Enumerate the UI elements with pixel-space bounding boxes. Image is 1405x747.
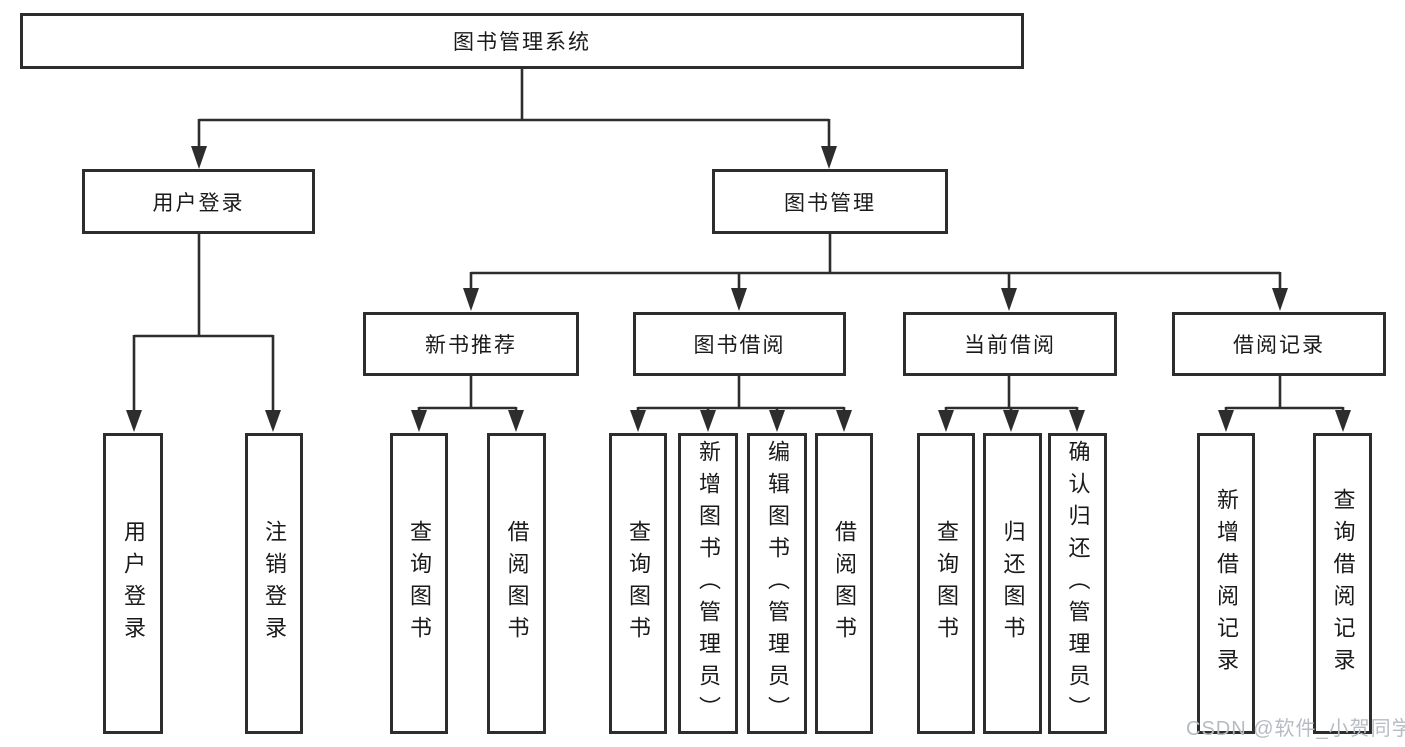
csdn-watermark: CSDN @软件_小贺同学	[1186, 718, 1405, 740]
leaf-current-confirm-return-admin: 确认归还（管理员）	[1048, 433, 1107, 734]
node-book-management: 图书管理	[712, 169, 948, 234]
node-label: 借阅图书	[504, 519, 530, 648]
node-label: 确认归还（管理员）	[1065, 439, 1091, 728]
node-label: 查询图书	[407, 519, 432, 648]
connector-recommend	[411, 376, 524, 432]
leaf-borrow-add-books-admin: 新增图书（管理员）	[678, 433, 738, 734]
connector-current	[938, 376, 1085, 432]
leaf-borrow-borrow-books: 借阅图书	[815, 433, 873, 734]
node-label: 图书借阅	[693, 334, 786, 357]
node-book-borrow: 图书借阅	[633, 312, 846, 376]
connector-user-login	[126, 234, 281, 432]
leaf-recommend-borrow-books: 借阅图书	[487, 433, 546, 734]
leaf-records-query-record: 查询借阅记录	[1313, 433, 1372, 734]
leaf-current-query-books: 查询图书	[917, 433, 975, 734]
node-label: 查询图书	[626, 519, 651, 648]
connector-borrow	[630, 376, 852, 432]
leaf-current-return-books: 归还图书	[983, 433, 1042, 734]
node-label: 借阅图书	[832, 519, 857, 648]
node-root-system: 图书管理系统	[20, 13, 1024, 69]
connector-root	[191, 68, 837, 169]
node-label: 归还图书	[1000, 519, 1026, 648]
node-label: 查询借阅记录	[1330, 487, 1356, 680]
connector-book-management	[463, 234, 1288, 311]
leaf-borrow-edit-books-admin: 编辑图书（管理员）	[747, 433, 807, 734]
leaf-logout: 注销登录	[245, 433, 303, 734]
node-label: 当前借阅	[964, 334, 1056, 357]
node-label: 借阅记录	[1233, 334, 1325, 357]
connector-records	[1218, 376, 1351, 432]
node-label: 新增图书（管理员）	[696, 439, 721, 728]
node-label: 图书管理	[784, 191, 876, 215]
leaf-user-login: 用户登录	[103, 433, 163, 734]
node-label: 用户登录	[121, 519, 146, 648]
node-user-login: 用户登录	[82, 169, 315, 234]
node-label: 新书推荐	[425, 334, 517, 357]
node-borrow-records: 借阅记录	[1172, 312, 1386, 376]
node-label: 新增借阅记录	[1214, 487, 1239, 680]
leaf-borrow-query-books: 查询图书	[609, 433, 667, 734]
node-label: 注销登录	[262, 519, 287, 648]
node-label: 编辑图书（管理员）	[765, 439, 790, 728]
node-label: 用户登录	[152, 191, 245, 215]
node-new-book-recommend: 新书推荐	[363, 312, 579, 376]
node-label: 图书管理系统	[453, 31, 591, 54]
leaf-recommend-query-books: 查询图书	[390, 433, 448, 734]
node-current-borrow: 当前借阅	[903, 312, 1117, 376]
leaf-records-add-record: 新增借阅记录	[1197, 433, 1255, 734]
node-label: 查询图书	[934, 519, 959, 648]
